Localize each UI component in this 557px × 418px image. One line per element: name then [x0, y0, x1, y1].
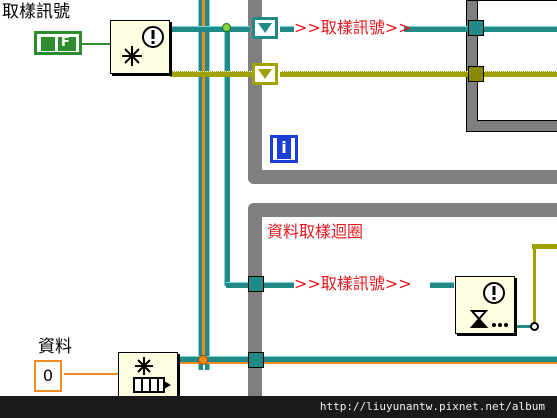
loop-label-data-sampling: 資料取樣迴圈	[267, 222, 364, 241]
vertical-cluster-wire-right[interactable]	[205, 0, 210, 370]
create-queue-node[interactable]	[118, 352, 178, 398]
data-sampling-loop-frame-top[interactable]	[248, 203, 557, 217]
bool-shift-register-down-olive[interactable]	[252, 63, 278, 85]
right-link-dot[interactable]	[530, 322, 539, 331]
queue-icon	[133, 377, 171, 393]
bottom-numeric-wire-b[interactable]	[264, 362, 557, 364]
wire-junction-dot[interactable]	[222, 23, 231, 32]
cluster-tunnel-bottom-loop[interactable]	[248, 352, 264, 368]
bool-wire-to-node[interactable]	[82, 43, 110, 45]
top-cluster-wire-c[interactable]	[404, 26, 468, 32]
triangle-down-icon	[258, 69, 272, 79]
right-olive-wire-vertical[interactable]	[532, 246, 537, 330]
cluster-tunnel-upper-right[interactable]	[468, 20, 484, 36]
iteration-terminal-text: i	[277, 137, 291, 159]
create-notifier-node[interactable]	[110, 20, 170, 74]
bool-tunnel-upper-right[interactable]	[468, 66, 484, 82]
asterisk-icon	[122, 46, 142, 66]
watermark-footer: http://liuyunantw.pixnet.net/album	[0, 396, 557, 418]
upper-loop-frame-bottom[interactable]	[248, 170, 557, 184]
top-cluster-wire-a[interactable]	[170, 26, 250, 32]
triangle-down-icon	[258, 23, 272, 33]
bottom-cluster-wire-a[interactable]	[180, 356, 250, 362]
hourglass-icon	[470, 310, 508, 328]
top-cluster-wire-d[interactable]	[484, 26, 557, 32]
lower-cluster-wire-a[interactable]	[226, 282, 250, 288]
boolean-value-text: F	[61, 35, 70, 50]
wire-label-sample-signal-1: >>取樣訊號>>	[294, 18, 412, 37]
cluster-tunnel-lower-loop[interactable]	[248, 276, 264, 292]
alert-icon	[483, 282, 505, 304]
vertical-numeric-wire[interactable]	[202, 0, 205, 362]
wait-on-notification-node[interactable]	[455, 276, 515, 334]
data-label: 資料	[38, 337, 72, 357]
data-sampling-loop-frame-left[interactable]	[248, 203, 262, 418]
vertical-cluster-wire-inner[interactable]	[224, 26, 230, 286]
cluster-shift-register-down-teal[interactable]	[252, 17, 278, 39]
boolean-control[interactable]: F	[34, 31, 82, 55]
bool-wire-row-1[interactable]	[170, 71, 254, 77]
top-cluster-wire-b[interactable]	[280, 26, 294, 32]
numeric-wire-from-control[interactable]	[64, 373, 118, 375]
right-node-link[interactable]	[514, 325, 534, 328]
lower-cluster-wire-b[interactable]	[264, 282, 294, 288]
upper-loop-frame-left[interactable]	[248, 0, 262, 184]
orange-junction-dot[interactable]	[198, 355, 208, 365]
numeric-control[interactable]: 0	[34, 360, 62, 392]
bool-wire-row-1c[interactable]	[484, 71, 557, 77]
lower-cluster-wire-c[interactable]	[430, 282, 454, 288]
iteration-terminal[interactable]: i	[270, 135, 298, 163]
bottom-numeric-wire-a[interactable]	[180, 362, 250, 364]
vertical-cluster-wire-left[interactable]	[198, 0, 203, 370]
bool-wire-row-1b[interactable]	[280, 71, 470, 77]
right-olive-wire-top[interactable]	[532, 244, 557, 249]
sample-signal-label: 取樣訊號	[2, 2, 70, 22]
boolean-value-box	[57, 36, 77, 52]
wire-label-sample-signal-2: >>取樣訊號>>	[294, 274, 412, 293]
alert-icon	[142, 26, 164, 48]
boolean-tf-icon	[41, 37, 55, 51]
bottom-cluster-wire-b[interactable]	[264, 356, 557, 362]
asterisk-icon	[135, 357, 153, 375]
